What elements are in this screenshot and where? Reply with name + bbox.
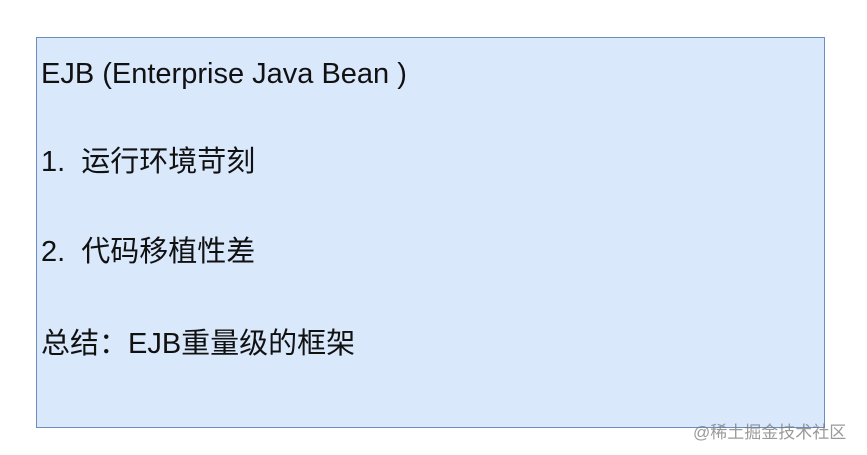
point-2-poor-portability: 2. 代码移植性差 <box>41 236 256 268</box>
watermark: @稀土掘金技术社区 <box>693 423 847 442</box>
ejb-title: EJB (Enterprise Java Bean ) <box>41 58 407 90</box>
summary-heavyweight-framework: 总结：EJB重量级的框架 <box>41 328 356 360</box>
ejb-note-box: EJB (Enterprise Java Bean ) 1. 运行环境苛刻 2.… <box>36 37 825 428</box>
point-1-harsh-runtime: 1. 运行环境苛刻 <box>41 146 256 178</box>
